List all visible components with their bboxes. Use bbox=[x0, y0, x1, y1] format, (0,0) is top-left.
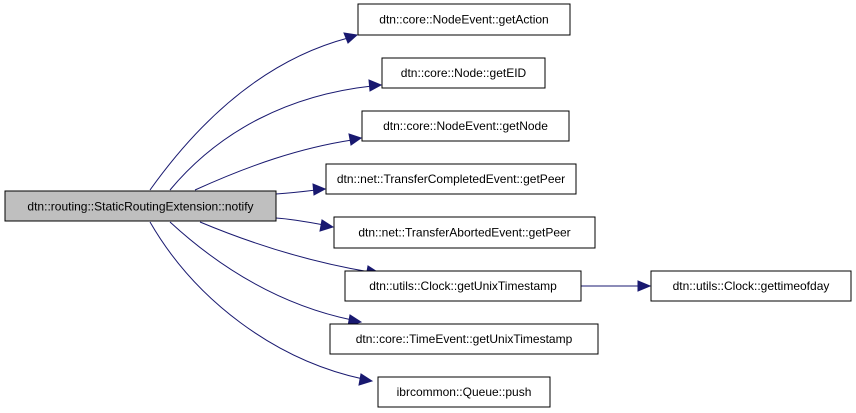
node-transferaborted-getpeer-label: dtn::net::TransferAbortedEvent::getPeer bbox=[358, 226, 570, 240]
node-timeevent-getunixtimestamp-label: dtn::core::TimeEvent::getUnixTimestamp bbox=[356, 332, 573, 346]
node-clock-getunixtimestamp-label: dtn::utils::Clock::getUnixTimestamp bbox=[369, 279, 557, 293]
node-root-label: dtn::routing::StaticRoutingExtension::no… bbox=[27, 200, 253, 214]
node-getnode-label: dtn::core::NodeEvent::getNode bbox=[383, 119, 548, 133]
edge-root-to-transferaborted-getpeer bbox=[275, 217, 335, 232]
node-geteid[interactable]: dtn::core::Node::getEID bbox=[381, 57, 546, 89]
edge-root-to-transfercompleted-getpeer bbox=[275, 183, 327, 196]
node-root[interactable]: dtn::routing::StaticRoutingExtension::no… bbox=[4, 190, 277, 222]
node-geteid-label: dtn::core::Node::getEID bbox=[401, 66, 527, 80]
node-getaction[interactable]: dtn::core::NodeEvent::getAction bbox=[357, 3, 571, 36]
edge-root-to-getnode bbox=[194, 133, 363, 191]
edge-root-to-queue-push bbox=[149, 221, 374, 386]
node-getnode[interactable]: dtn::core::NodeEvent::getNode bbox=[361, 110, 570, 142]
node-gettimeofday[interactable]: dtn::utils::Clock::gettimeofday bbox=[650, 270, 852, 302]
edge-getunixtimestamp-to-gettimeofday bbox=[581, 280, 652, 292]
edge-root-to-geteid bbox=[169, 79, 383, 191]
node-transferaborted-getpeer[interactable]: dtn::net::TransferAbortedEvent::getPeer bbox=[333, 216, 596, 249]
node-getaction-label: dtn::core::NodeEvent::getAction bbox=[379, 13, 548, 27]
node-timeevent-getunixtimestamp[interactable]: dtn::core::TimeEvent::getUnixTimestamp bbox=[329, 323, 599, 355]
edge-root-to-getaction bbox=[149, 32, 359, 191]
node-queue-push[interactable]: ibrcommon::Queue::push bbox=[377, 376, 551, 408]
node-gettimeofday-label: dtn::utils::Clock::gettimeofday bbox=[673, 279, 830, 293]
edge-root-to-timeevent-getunixtimestamp bbox=[169, 221, 363, 327]
node-transfercompleted-getpeer[interactable]: dtn::net::TransferCompletedEvent::getPee… bbox=[325, 163, 577, 195]
node-transfercompleted-getpeer-label: dtn::net::TransferCompletedEvent::getPee… bbox=[337, 172, 565, 186]
node-queue-push-label: ibrcommon::Queue::push bbox=[397, 385, 532, 399]
node-clock-getunixtimestamp[interactable]: dtn::utils::Clock::getUnixTimestamp bbox=[344, 270, 582, 302]
